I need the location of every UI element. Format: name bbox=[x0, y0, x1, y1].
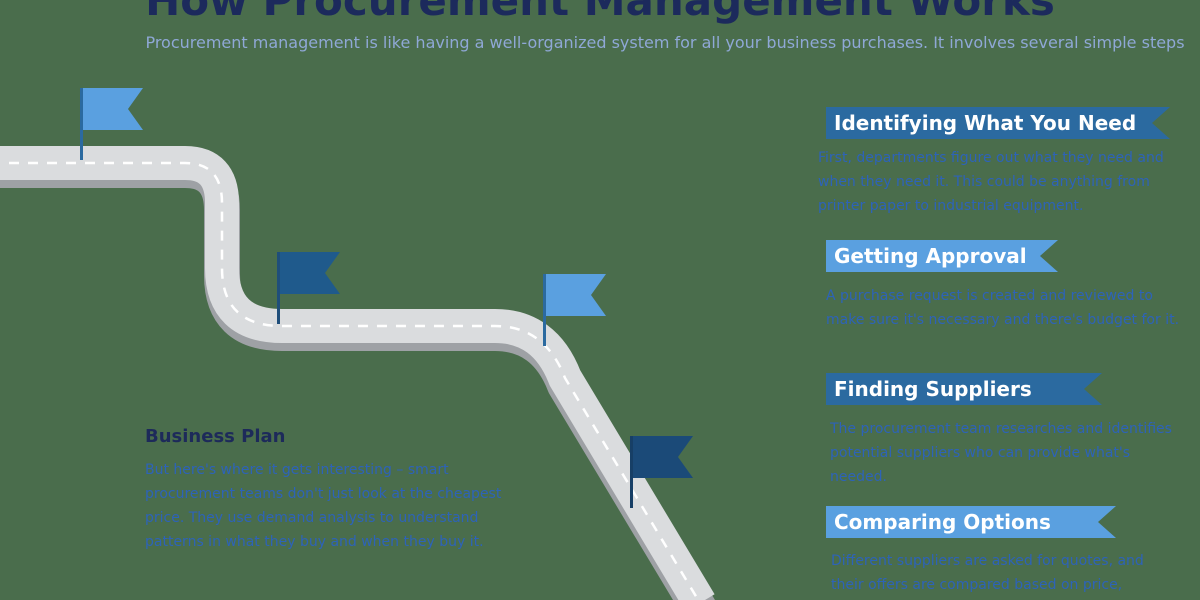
step-4-title: Comparing Options bbox=[834, 510, 1051, 534]
step-1-banner: Identifying What You Need bbox=[826, 107, 1170, 139]
step-3-title: Finding Suppliers bbox=[834, 377, 1032, 401]
step-4-banner: Comparing Options bbox=[826, 506, 1116, 538]
step-3-description: The procurement team researches and iden… bbox=[830, 421, 1172, 485]
step-3-banner: Finding Suppliers bbox=[826, 373, 1102, 405]
road-surface bbox=[0, 146, 715, 600]
step-2-title: Getting Approval bbox=[834, 244, 1027, 268]
flag-3 bbox=[543, 274, 606, 346]
step-2-description: A purchase request is created and review… bbox=[826, 288, 1180, 328]
step-4-description: Different suppliers are asked for quotes… bbox=[831, 553, 1144, 593]
step-2-banner: Getting Approval bbox=[826, 240, 1058, 272]
business-plan-title: Business Plan bbox=[145, 426, 286, 447]
flag-4 bbox=[630, 436, 693, 508]
flag-2 bbox=[277, 252, 340, 324]
step-1-title: Identifying What You Need bbox=[834, 111, 1137, 135]
business-plan-description: But here's where it gets interesting – s… bbox=[145, 462, 502, 550]
page-subtitle: Procurement management is like having a … bbox=[145, 33, 1185, 52]
step-1-description: First, departments figure out what they … bbox=[818, 150, 1164, 214]
flag-1 bbox=[80, 88, 143, 160]
page-title: How Procurement Management Works bbox=[145, 0, 1055, 25]
